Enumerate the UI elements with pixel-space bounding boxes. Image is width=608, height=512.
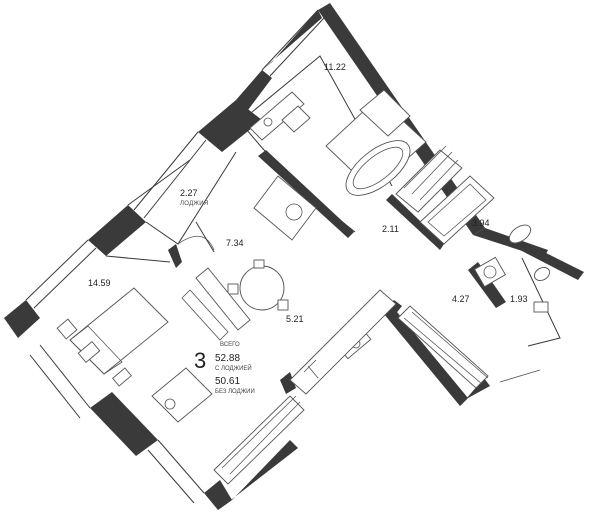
desk-left bbox=[151, 367, 213, 423]
summary-area-without-loggia: 50.61 bbox=[215, 376, 240, 387]
armchair-living bbox=[253, 175, 317, 241]
sink-bath bbox=[508, 224, 532, 244]
bed-top bbox=[325, 89, 427, 196]
area-label-living: 7.34 bbox=[226, 238, 244, 248]
toilet-wc bbox=[533, 266, 550, 313]
sofa-kitchen bbox=[181, 267, 251, 341]
area-label-bedroom-left: 14.59 bbox=[88, 278, 111, 288]
area-label-kitchen: 5.21 bbox=[286, 314, 304, 324]
windows bbox=[25, 9, 325, 504]
summary-without-loggia-label: БЕЗ ЛОДЖИИ bbox=[215, 389, 255, 395]
area-label-wc: 1.93 bbox=[510, 294, 528, 304]
area-label-corridor: 2.11 bbox=[382, 224, 399, 234]
area-label-loggia: 2.27 bbox=[180, 188, 198, 198]
summary-total-label: ВСЕГО bbox=[220, 342, 240, 348]
loggia-label: ЛОДЖИЯ bbox=[180, 201, 209, 207]
door-swing-living bbox=[177, 221, 215, 253]
door-swing-hall bbox=[499, 369, 541, 383]
area-label-hall: 4.27 bbox=[452, 294, 470, 304]
summary-with-loggia-label: С ЛОДЖИЕЙ bbox=[215, 364, 252, 372]
kitchen-counter bbox=[289, 289, 397, 395]
nightstand-left bbox=[56, 318, 78, 340]
bed-left bbox=[69, 287, 169, 387]
wardrobe-hatch-top bbox=[395, 145, 463, 213]
interior-walls bbox=[105, 55, 584, 394]
area-summary: ВСЕГО 3 52.88 С ЛОДЖИЕЙ 50.61 БЕЗ ЛОДЖИИ bbox=[194, 342, 255, 395]
radiator-hall bbox=[397, 305, 489, 389]
desk-top bbox=[249, 91, 311, 141]
summary-area-with-loggia: 52.88 bbox=[215, 353, 240, 364]
bathtub bbox=[419, 175, 495, 245]
area-label-bedroom-top: 11.22 bbox=[324, 62, 346, 72]
dining-table bbox=[227, 259, 289, 311]
summary-rooms-count: 3 bbox=[194, 348, 206, 373]
washing-machine bbox=[473, 256, 507, 288]
area-label-bathroom: 3.94 bbox=[472, 218, 490, 228]
radiator-kitchen bbox=[213, 395, 305, 485]
room-labels: 11.22 2.27 ЛОДЖИЯ 7.34 2.11 3.94 14.59 4… bbox=[88, 62, 528, 324]
